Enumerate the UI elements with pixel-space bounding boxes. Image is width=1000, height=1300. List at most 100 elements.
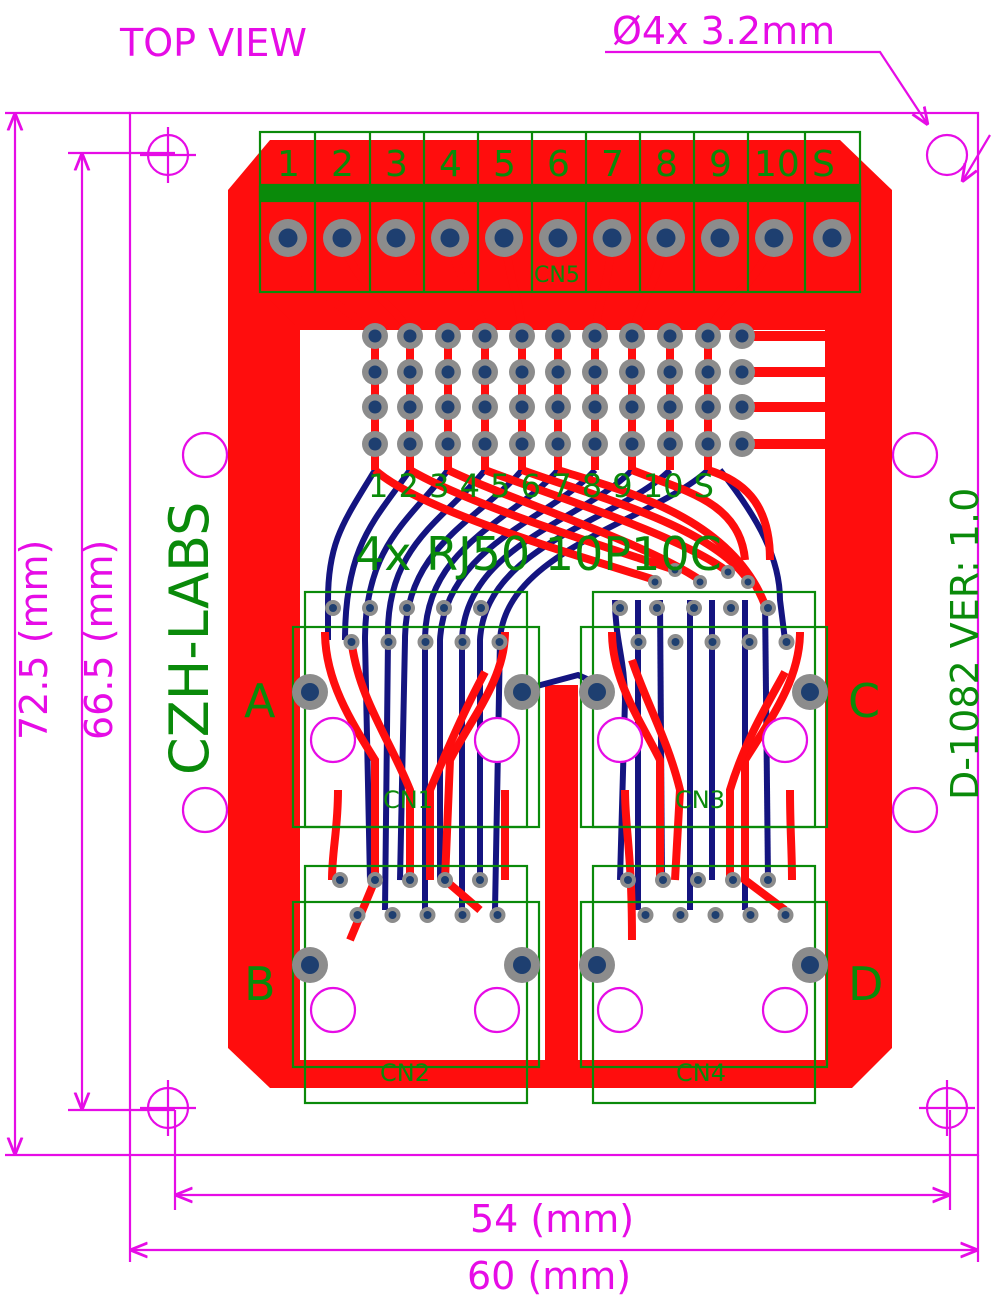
mounting-hole-bottom-left <box>140 1080 196 1136</box>
silkscreen-layer <box>258 130 862 1105</box>
rj-pin-pad <box>741 634 758 650</box>
mounting-hole-top-right <box>925 133 969 177</box>
header-pad <box>695 431 721 457</box>
rj-pin-pad <box>454 634 471 650</box>
terminal-pin-label: 9 <box>709 144 732 185</box>
header-pad <box>619 394 645 420</box>
terminal-pin-label: 7 <box>601 144 624 185</box>
rj-pin-pad <box>491 634 508 650</box>
terminal-pad <box>323 219 361 257</box>
rj-pin-pad <box>343 634 360 650</box>
header-pad <box>729 323 755 349</box>
shield-pad <box>292 947 328 983</box>
header-pad <box>435 359 461 385</box>
rj-pin-pad <box>384 907 401 923</box>
header-pad <box>545 431 571 457</box>
refdes-cn3: CN3 <box>675 786 725 814</box>
rj-latch-holes <box>309 716 809 1034</box>
terminal-pin-label: 10 <box>754 144 800 185</box>
rj-pin-pad <box>402 872 418 888</box>
header-pad <box>472 359 498 385</box>
shield-pad <box>792 947 828 983</box>
rj-pin-pad <box>778 634 795 650</box>
terminal-pin-label: 2 <box>331 144 354 185</box>
header-pad <box>435 323 461 349</box>
model-label: D-1082 VER: 1.0 <box>943 488 987 800</box>
dim-height-inner: 66.5 (mm) <box>77 540 121 740</box>
rj-pin-pad <box>349 907 366 923</box>
shield-pad <box>792 674 828 710</box>
brand-label: CZH-LABS <box>158 502 221 775</box>
refdes-cn5: CN5 <box>534 263 580 288</box>
hole-spec: Ø4x 3.2mm <box>612 9 835 53</box>
rj-pin-pad <box>649 600 665 616</box>
view-title: TOP VIEW <box>119 21 307 65</box>
header-pad <box>729 359 755 385</box>
rj-pin-pad <box>419 907 436 923</box>
rj-pin-pad <box>367 872 383 888</box>
rj-pin-pad <box>489 907 506 923</box>
header-pad <box>509 323 535 349</box>
shield-pad <box>292 674 328 710</box>
mounting-hole-top-left <box>140 127 196 183</box>
dim-height-outer: 72.5 (mm) <box>12 540 56 740</box>
rj-pin-pad <box>437 872 453 888</box>
rj-pin-pad <box>472 872 488 888</box>
header-pad <box>619 431 645 457</box>
terminal-pad <box>377 219 415 257</box>
header-pad <box>362 323 388 349</box>
cn2-outline <box>303 864 529 1105</box>
terminal-pin-label: 1 <box>277 144 300 185</box>
header-pad <box>472 394 498 420</box>
via-pad <box>648 575 662 589</box>
header-pad <box>582 323 608 349</box>
header-pad <box>397 394 423 420</box>
terminal-pad <box>485 219 523 257</box>
rj-pin-pad <box>760 872 776 888</box>
terminal-pad <box>431 219 469 257</box>
dim-width-outer: 60 (mm) <box>467 1254 631 1298</box>
rj-pin-pad <box>637 907 654 923</box>
header-pad <box>657 431 683 457</box>
rj-pin-pad <box>612 600 628 616</box>
terminal-pin-label: 8 <box>655 144 678 185</box>
header-pad <box>362 394 388 420</box>
header-pad <box>472 323 498 349</box>
terminal-pad <box>701 219 739 257</box>
via-pad <box>741 575 755 589</box>
shield-pad <box>504 674 540 710</box>
header-pad <box>509 394 535 420</box>
header-pad <box>657 394 683 420</box>
header-pad <box>695 359 721 385</box>
port-label-b: B <box>244 957 276 1011</box>
rj-pin-pad <box>707 907 724 923</box>
rj-pin-pad <box>399 600 415 616</box>
via-pad <box>693 575 707 589</box>
header-pad <box>695 394 721 420</box>
header-pad <box>509 431 535 457</box>
rj-pin-pad <box>760 600 776 616</box>
header-pad <box>657 359 683 385</box>
cn5-terminal-block <box>258 130 862 294</box>
rj-pin-pad <box>704 634 721 650</box>
text-layer: TOP VIEW Ø4x 3.2mm 72.5 (mm) 66.5 (mm) 5… <box>12 9 987 1298</box>
shield-pad <box>579 947 615 983</box>
terminal-pin-label: 3 <box>385 144 408 185</box>
rj-pin-pad <box>417 634 434 650</box>
dim-width-inner: 54 (mm) <box>470 1197 634 1241</box>
rj-pin-pad <box>436 600 452 616</box>
terminal-pad <box>593 219 631 257</box>
terminal-pad <box>647 219 685 257</box>
header-pad <box>619 323 645 349</box>
rj-pin-pad <box>723 600 739 616</box>
connector-title: 4x RJ50 10P10C <box>355 527 722 581</box>
cn5-dividers <box>313 132 807 292</box>
port-label-a: A <box>244 674 276 728</box>
rj-pin-pad <box>672 907 689 923</box>
rj-pin-pad <box>655 872 671 888</box>
header-pad <box>397 359 423 385</box>
header-pad <box>657 323 683 349</box>
header-pad <box>509 359 535 385</box>
terminal-pin-label: 6 <box>547 144 570 185</box>
